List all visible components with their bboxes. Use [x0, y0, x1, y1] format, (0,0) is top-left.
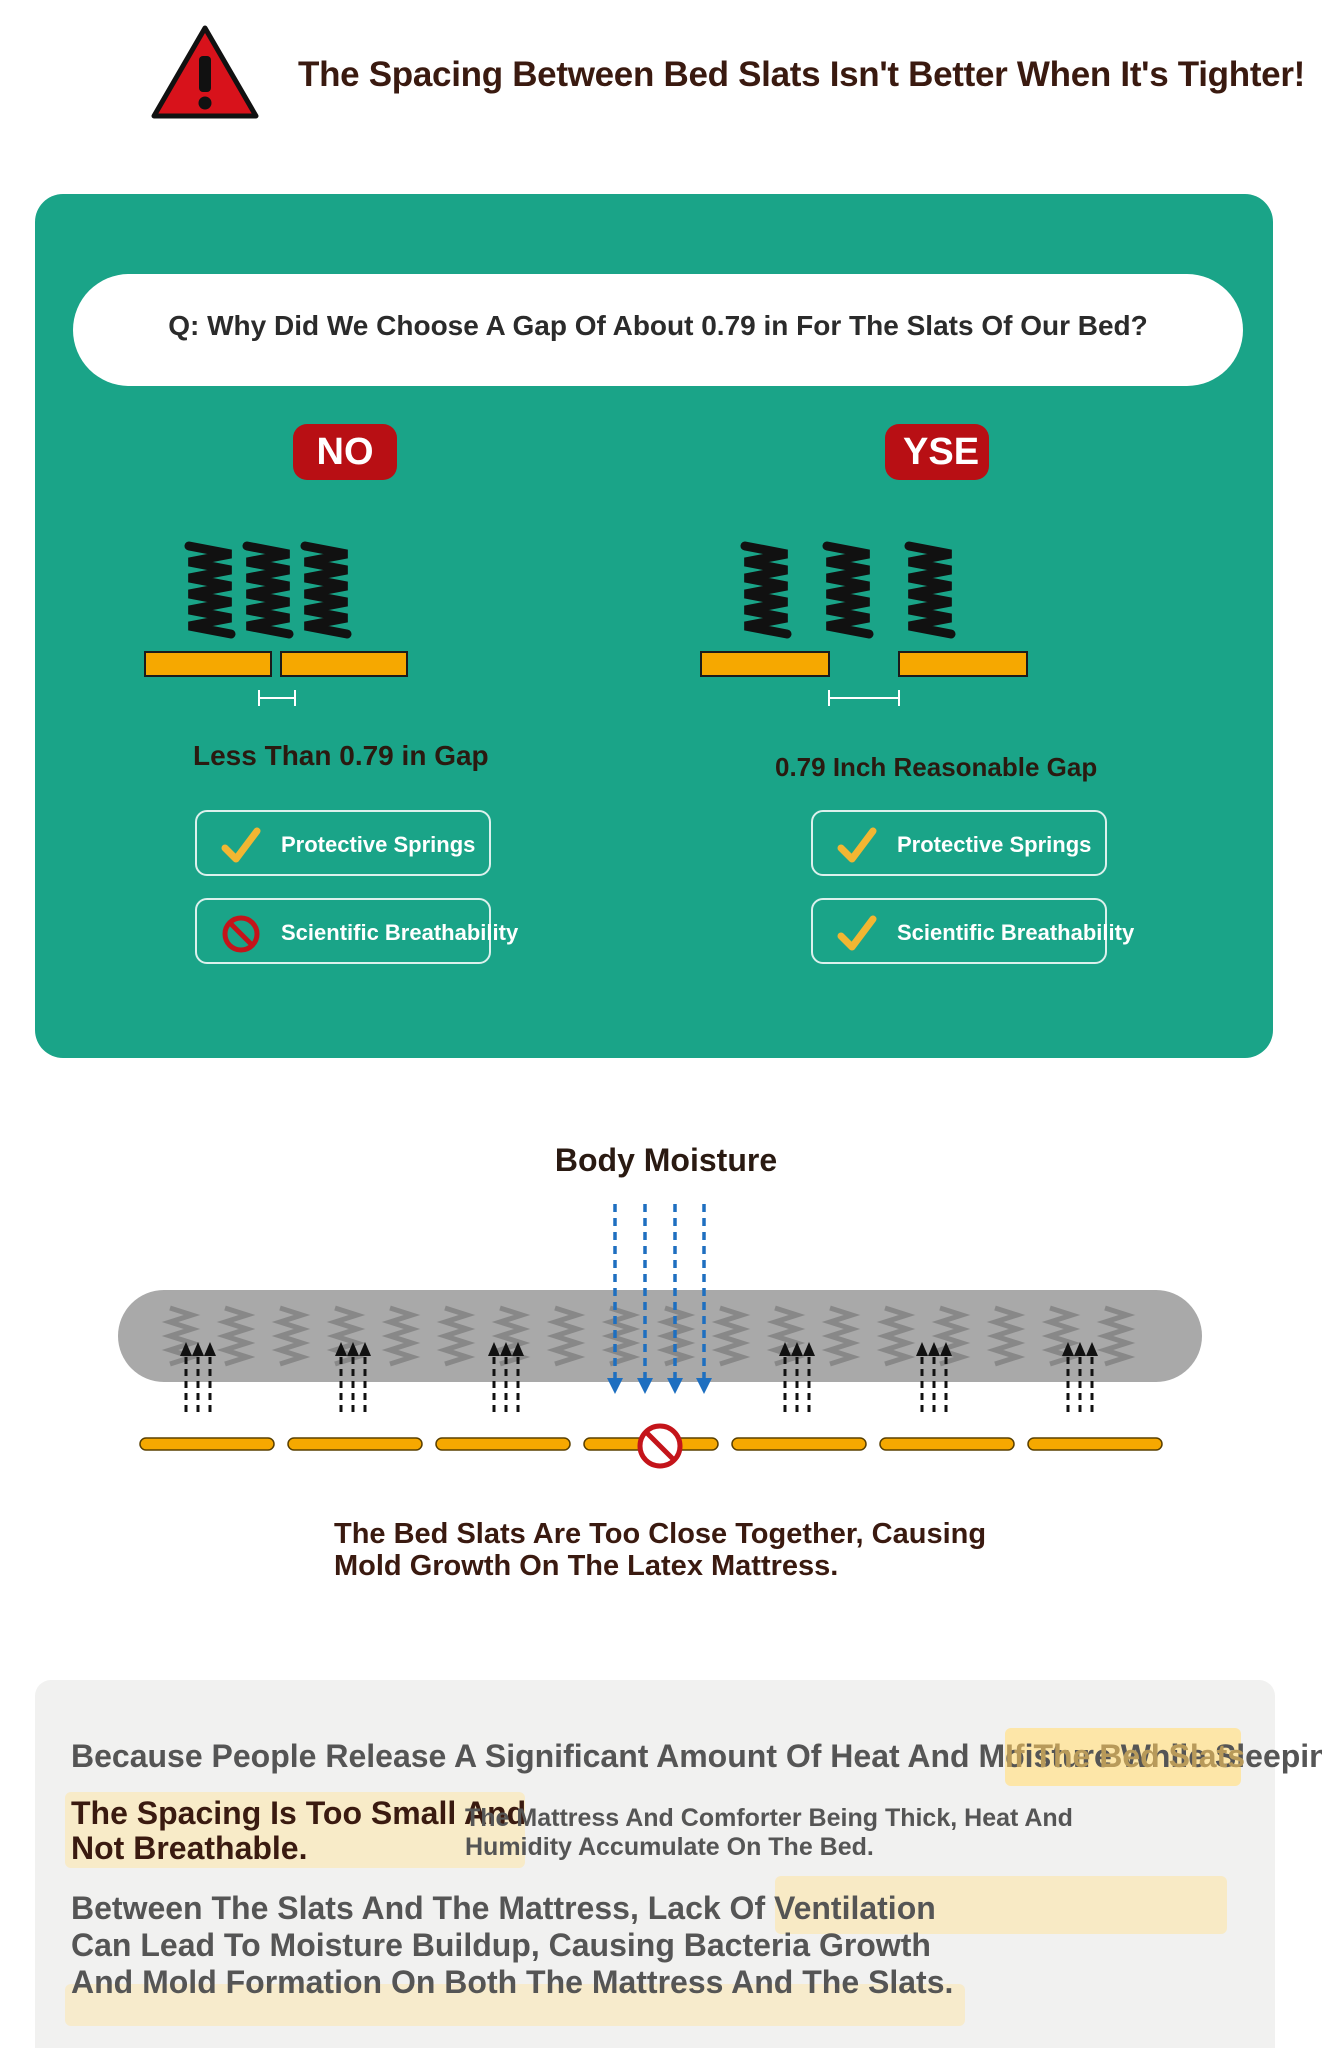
- spring-icon: [986, 1305, 1026, 1367]
- gap-measure-icon: [258, 690, 296, 706]
- explanation-bottom: Between The Slats And The Mattress, Lack…: [71, 1890, 953, 2001]
- explanation-right: The Mattress And Comforter Being Thick, …: [465, 1804, 1073, 1862]
- slat: [879, 1437, 1015, 1451]
- slats-row: [139, 1437, 1163, 1451]
- spring-icon: [711, 1305, 751, 1367]
- spring-icon: [546, 1305, 586, 1367]
- checkmark-icon: [837, 827, 877, 863]
- prohibited-icon: [222, 915, 260, 953]
- explanation-line: Can Lead To Moisture Buildup, Causing Ba…: [71, 1927, 931, 1963]
- spring-icon: [656, 1305, 696, 1367]
- reasonable-gap-springs-illustration: [700, 541, 1028, 706]
- spring-icon: [931, 1305, 971, 1367]
- feature-protective-springs: Protective Springs: [811, 810, 1107, 876]
- text-highlight: [65, 1792, 525, 1868]
- page-title: The Spacing Between Bed Slats Isn't Bett…: [298, 55, 1306, 94]
- body-moisture-arrows: [607, 1204, 712, 1394]
- spring-icon: [381, 1305, 421, 1367]
- gap-label: Less Than 0.79 in Gap: [193, 740, 489, 771]
- spring-icon: [740, 541, 956, 639]
- slat: [1027, 1437, 1163, 1451]
- spring-icon: [271, 1305, 311, 1367]
- text-highlight: [65, 1984, 965, 2026]
- explanation-line: Because People Release A Significant Amo…: [71, 1738, 1322, 1774]
- text-highlight: [775, 1876, 1227, 1934]
- slat: [435, 1437, 571, 1451]
- gap-label: 0.79 Inch Reasonable Gap: [775, 752, 1098, 782]
- moisture-escape-arrows: [180, 1342, 1098, 1412]
- caption-line: The Bed Slats Are Too Close Together, Ca…: [334, 1518, 987, 1550]
- checkmark-icon: [837, 915, 877, 951]
- feature-label: Protective Springs: [897, 832, 1092, 857]
- feature-scientific-breathability: Scientific Breathability: [195, 898, 518, 964]
- explanation-left: The Spacing Is Too Small And Not Breatha…: [71, 1796, 526, 1866]
- explanation-line: The Mattress And Comforter Being Thick, …: [465, 1804, 1073, 1832]
- comparison-panel: Q: Why Did We Choose A Gap Of About 0.79…: [35, 194, 1273, 1058]
- slat: [700, 651, 830, 677]
- slat: [144, 651, 272, 677]
- question-text: Q: Why Did We Choose A Gap Of About 0.79…: [168, 310, 1148, 341]
- spring-icon: [821, 1305, 861, 1367]
- moisture-caption: The Bed Slats Are Too Close Together, Ca…: [334, 1518, 986, 1582]
- explanation-line: And Mold Formation On Both The Mattress …: [71, 1964, 954, 2000]
- spring-icon: [436, 1305, 476, 1367]
- explanation-line: Not Breathable.: [71, 1830, 308, 1866]
- spring-icon: [876, 1305, 916, 1367]
- no-badge: NO: [293, 424, 397, 480]
- question-banner: Q: Why Did We Choose A Gap Of About 0.79…: [73, 274, 1243, 386]
- gap-measure-icon: [828, 690, 900, 706]
- yes-column: YSE 0.79 Inch Reasonable Gap Protective …: [687, 422, 1207, 982]
- feature-protective-springs: Protective Springs: [195, 810, 491, 876]
- moisture-diagram: [118, 1204, 1202, 1469]
- yes-badge: YSE: [885, 424, 989, 480]
- slat: [898, 651, 1028, 677]
- spring-icon: [216, 1305, 256, 1367]
- spring-icon: [184, 541, 352, 639]
- warning-triangle-icon: [151, 25, 259, 119]
- explanation-line: Humidity Accumulate On The Bed.: [465, 1833, 874, 1861]
- explanation-tag: If The Bed Slats: [1005, 1738, 1246, 1774]
- tight-gap-springs-illustration: [144, 541, 408, 706]
- caption-line: Mold Growth On The Latex Mattress.: [334, 1550, 839, 1582]
- slat: [139, 1437, 275, 1451]
- feature-label: Protective Springs: [281, 832, 476, 857]
- checkmark-icon: [221, 827, 261, 863]
- feature-scientific-breathability: Scientific Breathability: [811, 898, 1134, 964]
- text-highlight: [1005, 1728, 1241, 1786]
- moisture-title: Body Moisture: [554, 1142, 778, 1178]
- explanation-panel: Because People Release A Significant Amo…: [35, 1680, 1322, 2048]
- spring-icon: [601, 1305, 641, 1367]
- slat: [280, 651, 408, 677]
- header: The Spacing Between Bed Slats Isn't Bett…: [0, 0, 1322, 150]
- no-column: NO Less Than 0.79 in Gap Protective Spri…: [135, 422, 655, 982]
- spring-icon: [1096, 1305, 1136, 1367]
- slat: [731, 1437, 867, 1451]
- prohibited-icon: [637, 1423, 683, 1469]
- feature-label: Scientific Breathability: [897, 920, 1135, 945]
- slat: [287, 1437, 423, 1451]
- explanation-line: The Spacing Is Too Small And: [71, 1795, 527, 1831]
- feature-label: Scientific Breathability: [281, 920, 519, 945]
- explanation-line: Between The Slats And The Mattress, Lack…: [71, 1890, 936, 1926]
